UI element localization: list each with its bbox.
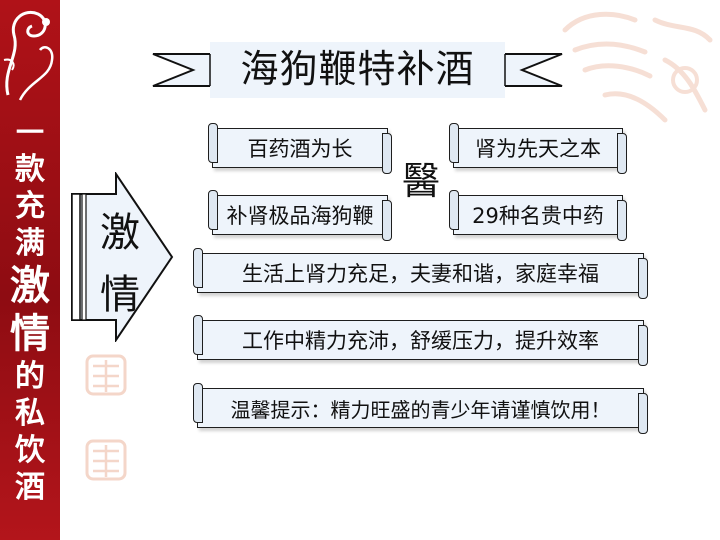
side-slogan: 一 款 充 满 激 情 的 私 饮 酒 <box>0 114 60 506</box>
side-char: 情 <box>10 311 50 357</box>
side-char: 酒 <box>15 470 45 505</box>
scroll-box: 工作中精力充沛，舒缓压力，提升效率 <box>193 315 648 366</box>
watermark-seal-icon <box>562 11 713 123</box>
arrow-icon <box>71 172 174 342</box>
scroll-box: 温馨提示：精力旺盛的青少年请谨慎饮用！ <box>193 383 648 434</box>
side-char: 一 <box>15 116 44 149</box>
side-char: 激 <box>10 263 50 309</box>
scroll-box-text: 肾为先天之本 <box>475 137 601 161</box>
side-banner: 一 款 充 满 激 情 的 私 饮 酒 <box>0 0 60 540</box>
title-banner: 海狗鞭特补酒 <box>150 40 565 100</box>
watermark-seal-icon <box>85 354 127 396</box>
scroll-box-text: 温馨提示：精力旺盛的青少年请谨慎饮用！ <box>230 397 611 422</box>
side-char: 私 <box>15 396 45 431</box>
side-char: 款 <box>15 152 45 187</box>
scroll-box: 生活上肾力充足，夫妻和谐，家庭幸福 <box>193 248 648 299</box>
arrow-label: 情 <box>100 272 140 318</box>
side-char: 满 <box>15 226 45 261</box>
side-char: 充 <box>15 189 45 224</box>
scroll-box: 百药酒为长 <box>208 123 392 174</box>
side-char: 的 <box>15 359 45 394</box>
scroll-box-text: 工作中精力充沛，舒缓压力，提升效率 <box>242 329 599 353</box>
side-char: 饮 <box>15 433 45 468</box>
ornament-icon <box>3 11 54 101</box>
scroll-box-text: 生活上肾力充足，夫妻和谐，家庭幸福 <box>242 262 599 286</box>
scroll-box: 补肾极品海狗鞭 <box>208 190 392 241</box>
scroll-box-text: 29种名贵中药 <box>472 204 604 228</box>
scroll-box-text: 百药酒为长 <box>247 137 353 161</box>
scroll-box-text: 补肾极品海狗鞭 <box>226 204 374 228</box>
scroll-box: 29种名贵中药 <box>449 190 627 241</box>
page-title: 海狗鞭特补酒 <box>240 47 475 91</box>
center-character: 醫 <box>401 159 440 203</box>
title-banner-shape <box>152 42 563 98</box>
watermark-seal-icon <box>85 439 127 481</box>
arrow-label: 激 <box>100 210 140 256</box>
scroll-box: 肾为先天之本 <box>449 123 627 174</box>
